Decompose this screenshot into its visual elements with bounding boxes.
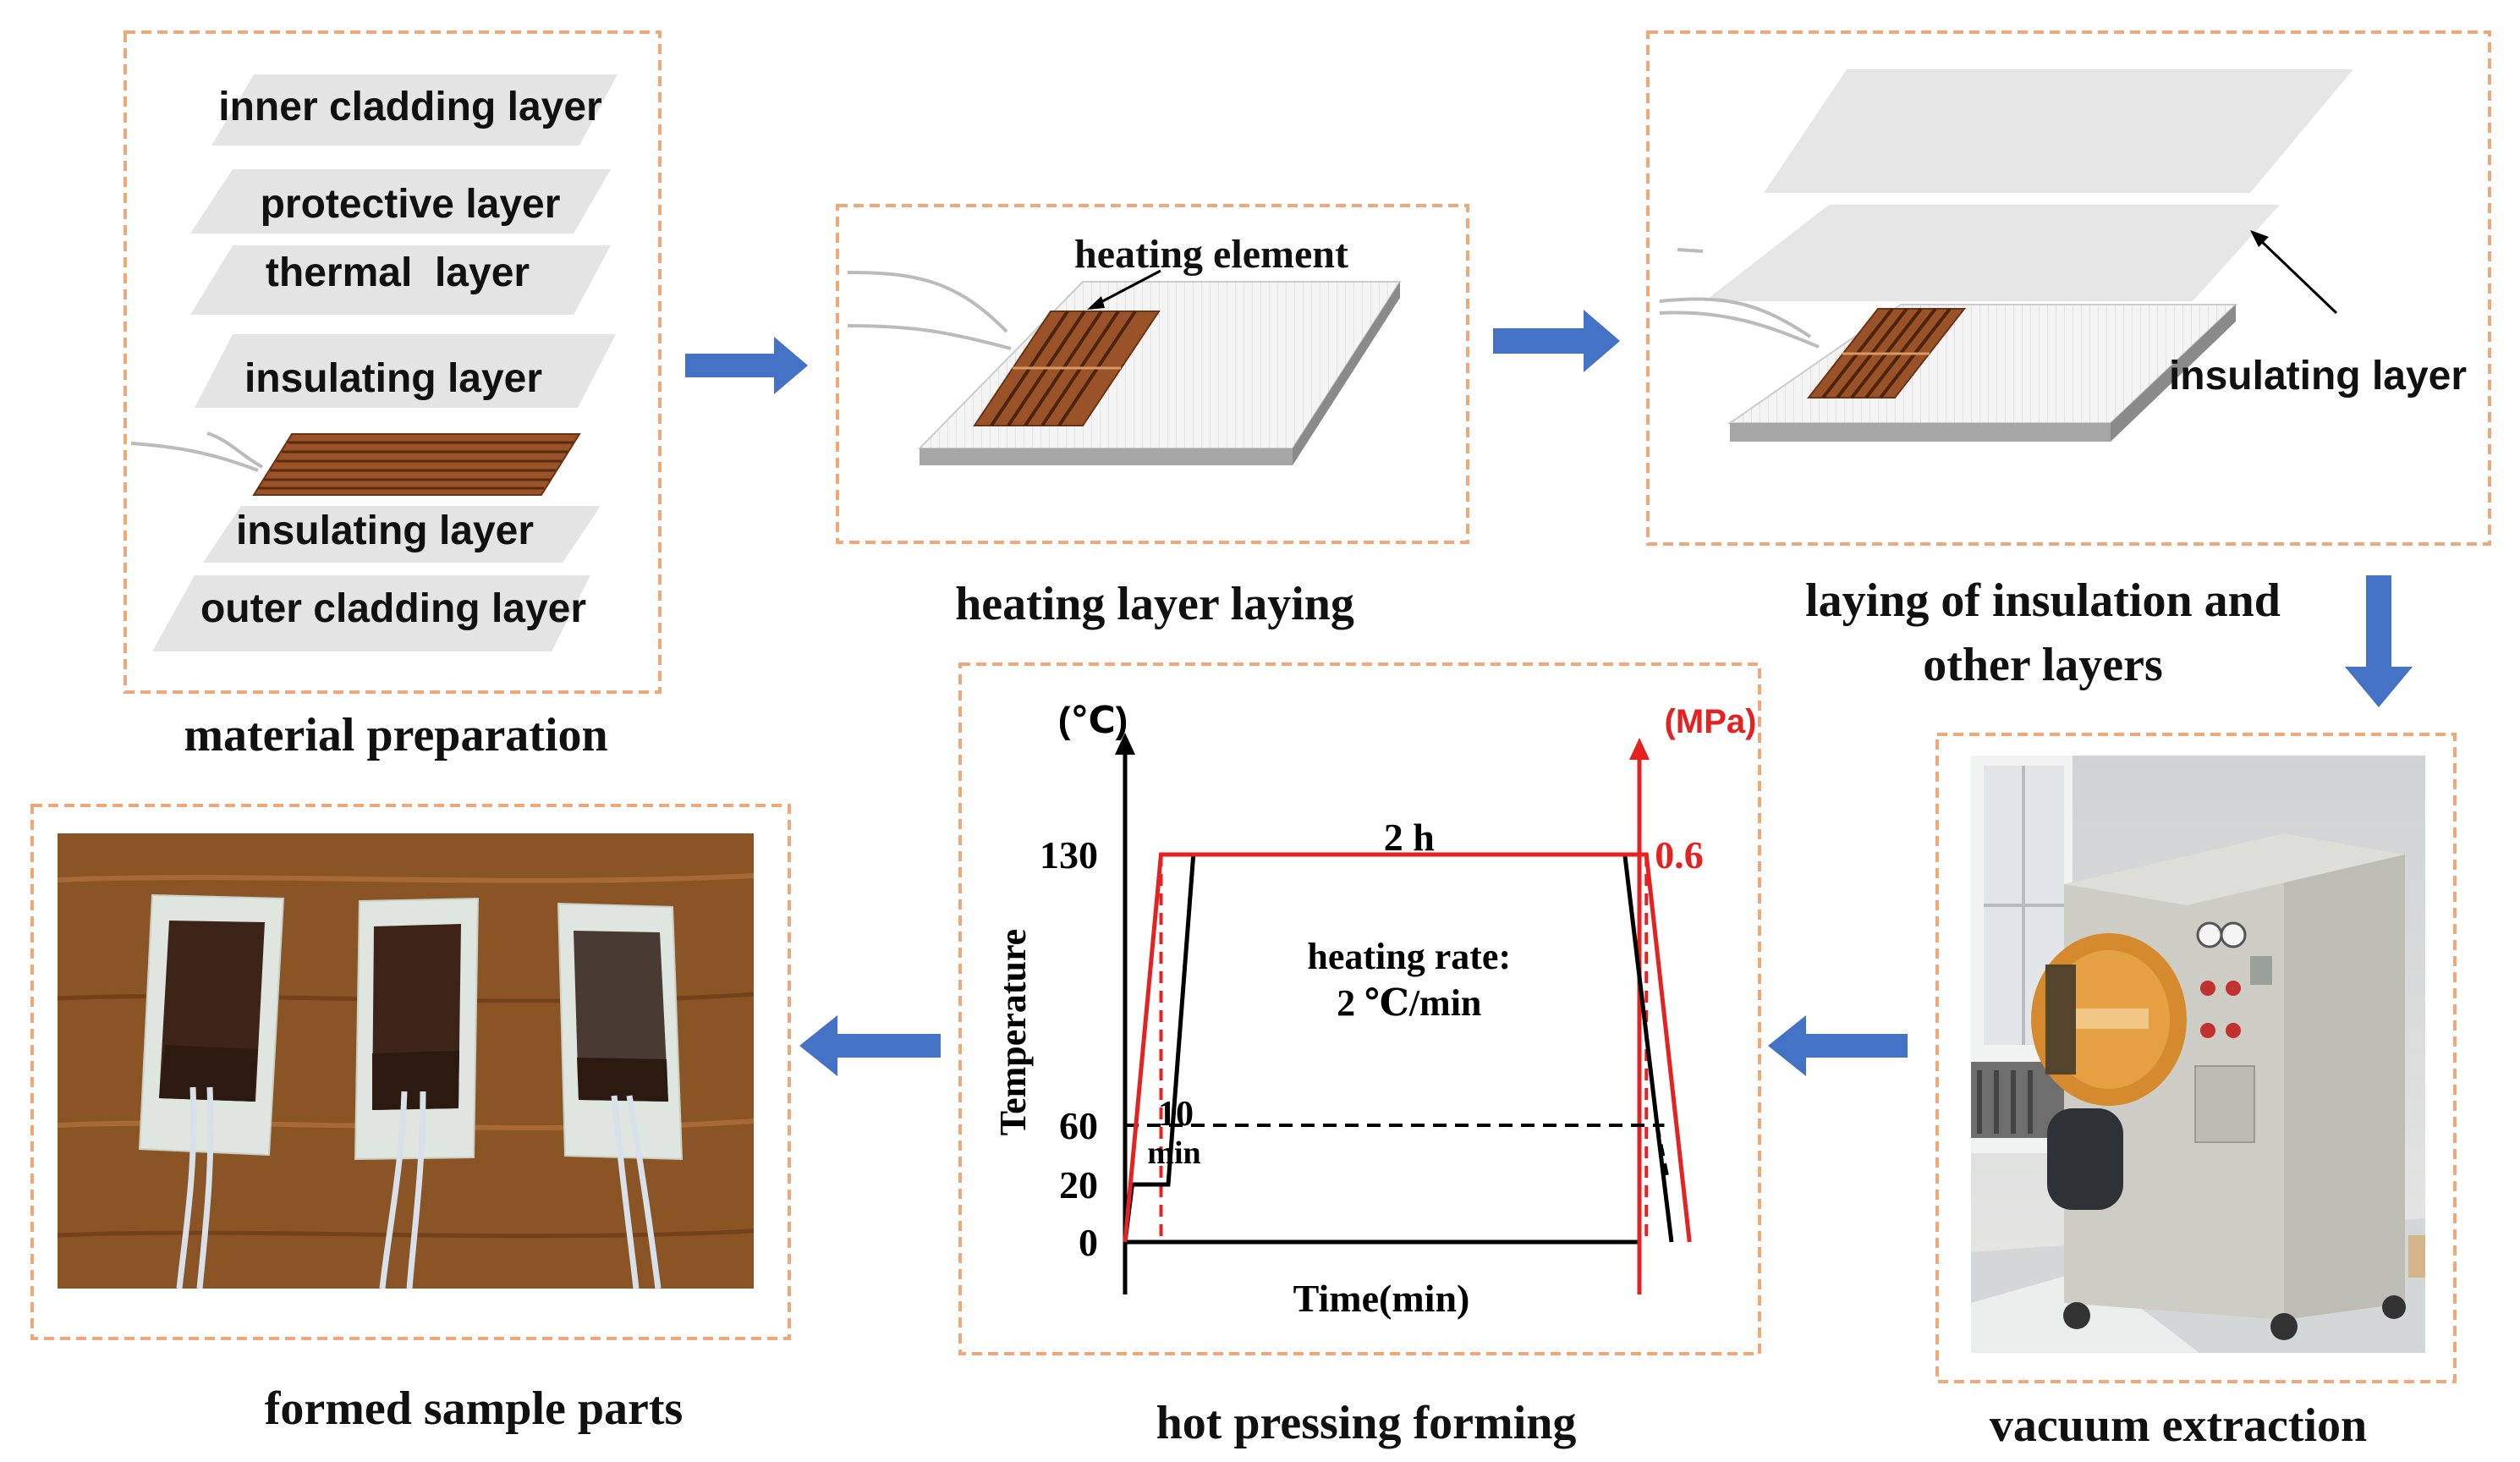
annotation-hold-time: 2 h: [1384, 816, 1435, 859]
pointer-head: [2250, 230, 2269, 247]
annotation-dwell-number: 10: [1158, 1095, 1194, 1134]
panel-frame: [836, 204, 1469, 544]
base-board-front: [920, 448, 1293, 465]
y2-axis-unit: (MPa): [1665, 703, 1757, 740]
panel-frame: [30, 804, 791, 1340]
protective-sheet: [190, 169, 611, 234]
layer-label-thermal: thermal layer: [266, 250, 530, 295]
layer-label-outer-cladding: outer cladding layer: [200, 586, 586, 631]
y-axis-arrowhead: [1115, 733, 1135, 755]
vacuum-extraction-panel: [1935, 733, 2457, 1383]
y2-tick-label: 0.6: [1655, 833, 1704, 877]
lead-wire: [1659, 297, 1812, 338]
caption-material-preparation: material preparation: [184, 709, 607, 761]
top-sheet: [1764, 69, 2353, 193]
outer-cladding-sheet: [152, 575, 590, 651]
sample-parts-photo: [57, 833, 755, 1289]
layer-label-insulating-lower: insulating layer: [236, 508, 534, 553]
sheet-wire-stub: [1677, 248, 1704, 253]
insulation-layers-panel: insulating layer: [1646, 30, 2491, 546]
annotation-dwell-unit: min: [1147, 1135, 1200, 1171]
y-tick-label: 0: [1079, 1221, 1098, 1264]
pointer-head: [1087, 296, 1105, 310]
inner-cladding-sheet: [211, 74, 618, 146]
flow-arrow-right-2: [1493, 310, 1620, 372]
insulating-sheet-lower: [203, 506, 601, 563]
layer-label-inner-cladding: inner cladding layer: [218, 85, 601, 129]
heating-element-sheet: [130, 431, 581, 496]
heating-element-grid: [1806, 307, 1967, 399]
heating-element-label: heating element: [1074, 232, 1348, 277]
heating-element-pointer: [1092, 269, 1161, 308]
panel-frame: [124, 30, 662, 694]
caption-insulation-line2: other layers: [1923, 639, 2163, 691]
layer-label-insulating-upper: insulating layer: [244, 356, 542, 401]
heating-layer-panel: heating element: [836, 204, 1469, 544]
heating-element-grid: [973, 310, 1161, 427]
y2-axis-arrowhead: [1629, 738, 1650, 760]
y-axis-title: Temperature: [992, 929, 1034, 1135]
lead-wire: [1659, 311, 1820, 349]
base-board-front: [1730, 423, 2111, 442]
lead-wire: [847, 271, 1008, 333]
material-preparation-panel: inner cladding layer protective layer th…: [124, 30, 662, 694]
x-axis-title: Time(min): [1293, 1277, 1470, 1320]
flow-arrow-down: [2345, 575, 2413, 707]
lead-wire: [847, 324, 1012, 350]
pressure-series-line: [1123, 852, 1692, 1243]
layer-label-protective: protective layer: [261, 182, 561, 227]
annotation-heating-rate: heating rate:: [1307, 936, 1511, 977]
panel-frame: [958, 662, 1761, 1355]
vacuum-oven-photo: [1971, 756, 2425, 1353]
y-tick-label: 20: [1059, 1163, 1098, 1206]
caption-vacuum-extraction: vacuum extraction: [1990, 1399, 2367, 1452]
insulating-sheet-upper: [195, 334, 616, 408]
y-tick-label: 130: [1040, 833, 1098, 877]
thermal-sheet: [190, 245, 611, 315]
insulating-sheet: [1705, 205, 2280, 301]
panel-frame: [1935, 733, 2457, 1383]
caption-insulation-line1: laying of insulation and: [1805, 574, 2281, 627]
formed-sample-parts-panel: [30, 804, 791, 1340]
flow-arrow-right-1: [685, 337, 808, 394]
insulating-layer-label: insulating layer: [2169, 354, 2467, 398]
flow-arrow-left-1: [1768, 1015, 1908, 1076]
temperature-series-line: [1123, 852, 1674, 1243]
y-axis-unit: (℃): [1058, 700, 1128, 741]
base-board-side: [2111, 305, 2236, 442]
base-board-top: [1727, 304, 2238, 424]
flow-arrow-left-2: [799, 1015, 941, 1076]
caption-formed-sample-parts: formed sample parts: [265, 1382, 684, 1435]
y-tick-label: 60: [1059, 1104, 1098, 1147]
caption-hot-pressing-forming: hot pressing forming: [1156, 1397, 1577, 1449]
panel-frame: [1646, 30, 2491, 546]
insulating-pointer: [2257, 237, 2338, 315]
caption-heating-layer-laying: heating layer laying: [955, 578, 1354, 630]
base-board-side: [1293, 282, 1400, 465]
annotation-heating-rate-value: 2 ℃/min: [1337, 982, 1481, 1024]
cooling-dashed-line: [1655, 1124, 1669, 1177]
